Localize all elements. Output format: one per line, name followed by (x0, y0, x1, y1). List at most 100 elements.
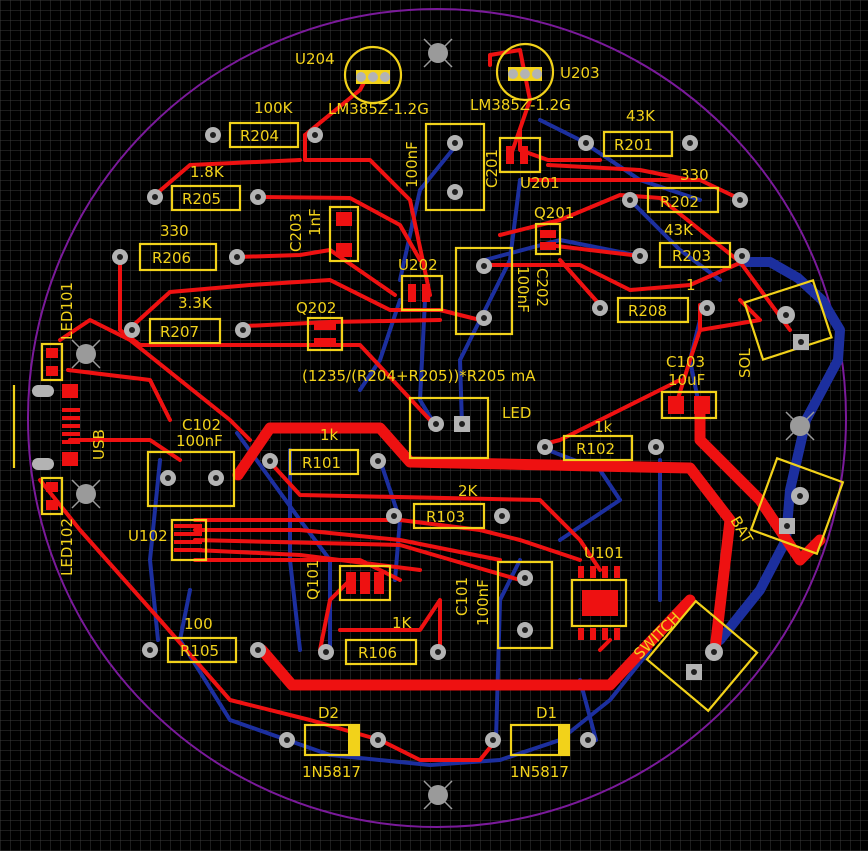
r101-ref: R101 (302, 454, 341, 472)
r106-value: 1K (392, 614, 413, 632)
r208-ref: R208 (628, 302, 667, 320)
r105-ref: R105 (180, 642, 219, 660)
u203-component[interactable]: U203 LM385Z-1.2G (470, 42, 600, 114)
u102-ref: U102 (128, 527, 168, 545)
u201-ref: U201 (520, 174, 560, 192)
q201-ref: Q201 (534, 204, 574, 222)
u204-component[interactable]: U204 LM385Z-1.2G (295, 45, 429, 118)
formula-note: (1235/(R204+R205))*R205 mA (302, 367, 536, 385)
u203-value: LM385Z-1.2G (470, 96, 571, 114)
d1-ref: D1 (536, 704, 557, 722)
r201-ref: R201 (614, 136, 653, 154)
r105-component[interactable]: R105 100 (142, 615, 266, 664)
r203-value: 43K (664, 221, 694, 239)
q202-component[interactable]: Q202 (296, 299, 344, 352)
top-copper-layer (38, 48, 826, 762)
c102-ref: C102 (182, 416, 221, 434)
led102-ref: LED102 (58, 518, 76, 576)
r105-value: 100 (184, 615, 213, 633)
led-ref: LED (502, 404, 531, 422)
c102-component[interactable]: C102 100nF (146, 416, 236, 508)
r201-component[interactable]: R201 43K (578, 107, 698, 158)
r102-ref: R102 (576, 440, 615, 458)
c102-value: 100nF (176, 432, 223, 450)
mounting-hole-icon (423, 38, 453, 68)
c202-value: 100nF (514, 266, 532, 313)
q202-ref: Q202 (296, 299, 336, 317)
r201-value: 43K (626, 107, 656, 125)
c203-value: 1nF (306, 208, 324, 236)
sol-connector[interactable]: SOL (736, 278, 833, 378)
u204-value: LM385Z-1.2G (328, 100, 429, 118)
q101-component[interactable]: Q101 (304, 560, 392, 602)
r204-ref: R204 (240, 127, 279, 145)
led102-component[interactable]: LED102 (40, 476, 76, 576)
led-component[interactable]: LED (408, 396, 531, 460)
c103-value: 10uF (668, 371, 705, 389)
c202-ref: C202 (533, 268, 551, 307)
c201-value: 100nF (403, 141, 421, 188)
r207-ref: R207 (160, 323, 199, 341)
r103-component[interactable]: R103 2K (386, 482, 510, 530)
c203-component[interactable]: C203 1nF (287, 205, 360, 263)
r203-component[interactable]: R203 43K (632, 221, 750, 269)
u102-component[interactable]: U102 (128, 518, 208, 562)
r202-value: 330 (680, 166, 709, 184)
c103-component[interactable]: C103 10uF (660, 353, 718, 420)
r103-value: 2K (458, 482, 479, 500)
r101-value: 1k (320, 426, 339, 444)
d2-ref: D2 (318, 704, 339, 722)
r205-ref: R205 (182, 190, 221, 208)
board-outline (27, 8, 847, 828)
r106-ref: R106 (358, 644, 397, 662)
u101-ref: U101 (584, 544, 624, 562)
u204-ref: U204 (295, 50, 335, 68)
r103-ref: R103 (426, 508, 465, 526)
r101-component[interactable]: R101 1k (262, 426, 386, 476)
mounting-holes (71, 38, 815, 810)
r208-value: 1 (686, 276, 696, 294)
r206-component[interactable]: R206 330 (112, 222, 245, 272)
r205-value: 1.8K (190, 163, 225, 181)
d2-value: 1N5817 (302, 763, 361, 781)
led101-component[interactable]: LED101 (40, 282, 76, 382)
r102-value: 1k (594, 418, 613, 436)
mounting-hole-icon (785, 411, 815, 441)
r202-component[interactable]: R202 330 (622, 166, 748, 214)
r204-component[interactable]: R204 100K (205, 99, 323, 149)
u202-component[interactable]: U202 (398, 256, 444, 312)
u201-component[interactable]: U201 (498, 136, 560, 192)
c201-ref: C201 (483, 149, 501, 188)
r206-ref: R206 (152, 249, 191, 267)
d1-component[interactable]: D1 1N5817 (485, 704, 596, 781)
u101-component[interactable]: U101 (570, 544, 628, 640)
r205-component[interactable]: R205 1.8K (147, 163, 266, 212)
r206-value: 330 (160, 222, 189, 240)
d1-value: 1N5817 (510, 763, 569, 781)
mounting-hole-icon (71, 339, 101, 369)
u202-ref: U202 (398, 256, 438, 274)
d2-component[interactable]: D2 1N5817 (279, 704, 386, 781)
r208-component[interactable]: R208 1 (592, 276, 715, 324)
mounting-hole-icon (71, 479, 101, 509)
usb-ref: USB (90, 429, 108, 460)
c101-ref: C101 (453, 577, 471, 616)
c101-value: 100nF (474, 579, 492, 626)
r106-component[interactable]: R106 1K (318, 614, 446, 666)
c203-ref: C203 (287, 213, 305, 252)
q101-ref: Q101 (304, 560, 322, 600)
q201-component[interactable]: Q201 (534, 204, 574, 256)
r207-component[interactable]: R207 3.3K (124, 294, 251, 345)
usb-connector[interactable]: USB (12, 384, 108, 470)
u203-ref: U203 (560, 64, 600, 82)
r202-ref: R202 (660, 193, 699, 211)
sol-ref: SOL (736, 348, 754, 378)
r102-component[interactable]: R102 1k (537, 418, 664, 462)
c101-component[interactable]: C101 100nF (453, 560, 554, 650)
c202-component[interactable]: C202 100nF (454, 246, 551, 336)
c103-ref: C103 (666, 353, 705, 371)
r204-value: 100K (254, 99, 294, 117)
c201-component[interactable]: C201 100nF (403, 122, 501, 212)
led101-ref: LED101 (58, 282, 76, 340)
